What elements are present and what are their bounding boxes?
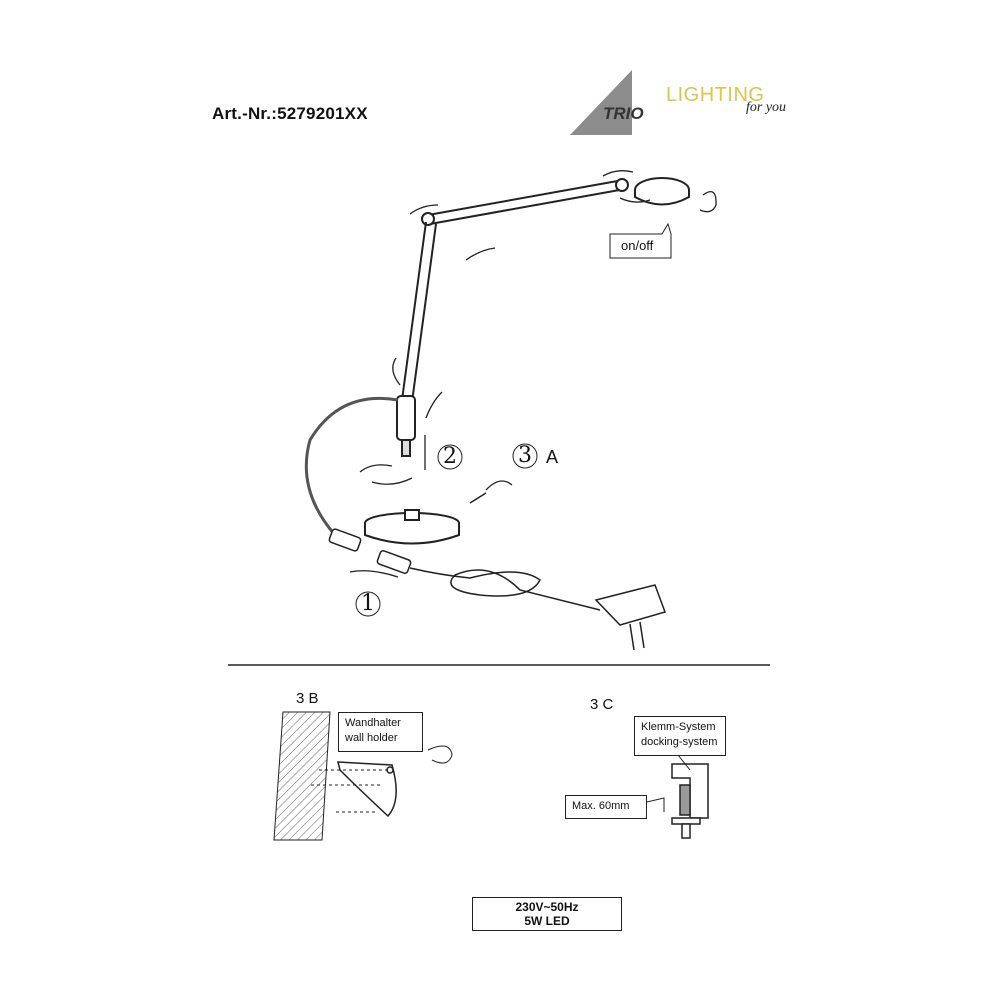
lamp-lower-arm xyxy=(396,221,437,457)
step-1-label: 1 xyxy=(361,591,375,616)
docking-callout-pointer xyxy=(677,754,691,771)
logo-trio: TRIO xyxy=(603,104,644,123)
section-3b-label: 3 B xyxy=(296,690,319,707)
wall-holder-bracket xyxy=(337,761,397,818)
docking-callout-line2: docking-system xyxy=(641,736,718,748)
spec-power: 5W LED xyxy=(524,914,570,928)
power-supply xyxy=(376,550,666,651)
docking-system-callout: Klemm-System docking-system xyxy=(634,716,726,756)
clamp xyxy=(671,763,709,839)
docking-callout-line1: Klemm-System xyxy=(641,721,716,733)
rotation-arrows xyxy=(349,170,717,578)
step-2-circle xyxy=(437,444,463,470)
step-3-circle xyxy=(512,443,538,469)
screw xyxy=(469,492,487,504)
lamp-head xyxy=(634,177,690,206)
lamp-cable xyxy=(304,396,399,536)
wall-holder-arrows xyxy=(310,769,388,813)
lamp-base xyxy=(364,509,460,545)
step-1-circle xyxy=(355,591,381,617)
wall-hatch xyxy=(273,711,331,841)
max-thickness-callout: Max. 60mm xyxy=(565,795,647,819)
lamp-upper-arm xyxy=(421,178,629,226)
article-number: Art.-Nr.:5279201XX xyxy=(212,104,368,123)
logo-triangle xyxy=(570,70,632,135)
spec-voltage: 230V~50Hz xyxy=(515,900,579,914)
logo-lighting: LIGHTING xyxy=(666,84,765,106)
step-3-suffix: A xyxy=(546,447,559,467)
switch-label: on/off xyxy=(621,238,654,253)
lamp-connector xyxy=(328,528,362,552)
step-2-label: 2 xyxy=(443,444,457,469)
switch-callout xyxy=(609,222,672,259)
step-3-label: 3 xyxy=(518,443,532,468)
logo-tagline: for you xyxy=(746,100,787,115)
wall-holder-callout-line2: wall holder xyxy=(345,732,398,744)
electrical-spec-box: 230V~50Hz 5W LED xyxy=(472,897,622,931)
wall-holder-rotate-arrow xyxy=(427,745,453,764)
section-3c-label: 3 C xyxy=(590,696,614,713)
wall-holder-callout: Wandhalter wall holder xyxy=(338,712,423,752)
wall-holder-callout-line1: Wandhalter xyxy=(345,717,401,729)
